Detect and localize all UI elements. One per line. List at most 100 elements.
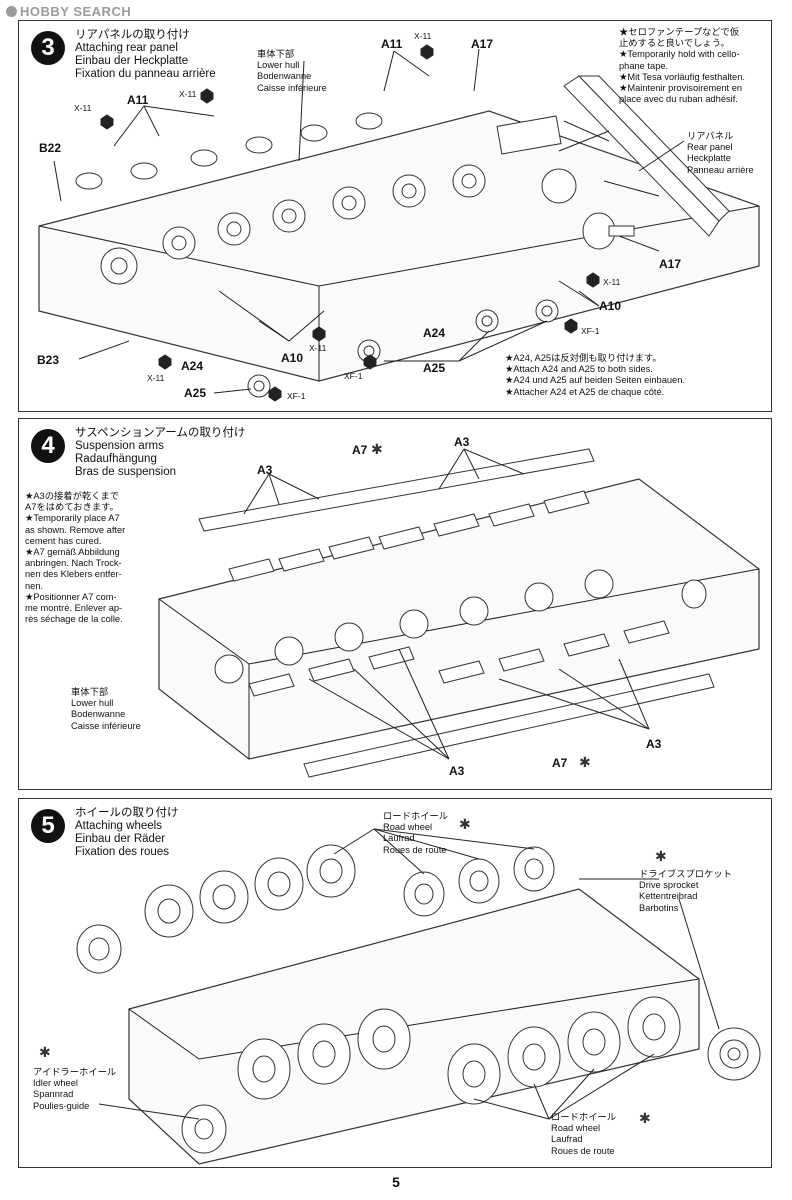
tape-note-line: ★セロファンテープなどで仮 xyxy=(619,27,740,37)
hull-de: Bodenwanne xyxy=(71,709,126,720)
note-line: cement has cured. xyxy=(25,535,102,546)
upper-arms xyxy=(228,490,590,582)
label-a24: A24 xyxy=(423,326,446,340)
step-3-illustration xyxy=(38,44,760,402)
both-sides-line: ★A24 und A25 auf beiden Seiten einbauen. xyxy=(505,375,685,386)
label-a25: A25 xyxy=(184,386,207,400)
note-line: A7をはめておきます。 xyxy=(25,502,119,513)
title-ja: リアパネルの取り付け xyxy=(75,29,190,41)
title-de: Einbau der Räder xyxy=(75,833,166,845)
caption-line: Barbotins xyxy=(639,902,679,913)
label-x11: X-11 xyxy=(309,343,327,353)
note-line: me montré. Enlever ap- xyxy=(25,603,123,614)
hull-ja: 車体下部 xyxy=(71,687,109,697)
hull-fr: Caisse inférieure xyxy=(257,82,327,93)
note-line: ★A3の接着が乾くまで xyxy=(25,491,120,501)
hull-ja: 車体下部 xyxy=(257,49,295,59)
rear-panel-en: Rear panel xyxy=(687,142,733,153)
caption-line: Road wheel xyxy=(383,822,433,833)
idler-wheel-caption: アイドラーホイール Idler wheel Spannrad Poulies-g… xyxy=(33,1067,116,1112)
note-line: nen des Klebers entfer- xyxy=(25,569,122,580)
step-5-panel: ✱ ✱ ✱ ✱ 5 ホイールの取り付け Attaching wheels Ein… xyxy=(18,798,772,1168)
tape-note-line: ★Mit Tesa vorläufig festhalten. xyxy=(619,71,745,82)
caption-line: ドライブスプロケット xyxy=(639,869,732,879)
step-title: リアパネルの取り付け Attaching rear panel Einbau d… xyxy=(75,29,216,81)
title-fr: Bras de suspension xyxy=(75,466,177,478)
label-x11: X-11 xyxy=(147,373,165,383)
watermark-logo-icon xyxy=(6,6,17,17)
glue-icon: ✱ xyxy=(459,816,471,832)
label-x11: X-11 xyxy=(414,31,432,41)
step-4-illustration: ✱ ✱ xyxy=(158,441,760,778)
step-title: サスペンションアームの取り付け Suspension arms Radaufhä… xyxy=(75,427,245,479)
label-xf1: XF-1 xyxy=(344,371,363,381)
title-ja: ホイールの取り付け xyxy=(75,807,179,819)
glue-icon: ✱ xyxy=(39,1044,51,1060)
label-a3: A3 xyxy=(449,764,465,778)
label-a7: A7 xyxy=(352,443,368,457)
tape-note-line: place avec du ruban adhésif. xyxy=(619,94,738,105)
label-a7: A7 xyxy=(552,756,568,770)
hull-shape xyxy=(158,478,760,760)
caption-line: アイドラーホイール xyxy=(33,1067,117,1077)
label-a10: A10 xyxy=(599,299,622,313)
step-3-panel: 3 リアパネルの取り付け Attaching rear panel Einbau… xyxy=(18,20,772,412)
upper-road-wheels xyxy=(76,844,555,974)
rear-panel-de: Heckplatte xyxy=(687,153,731,164)
watermark-text: HOBBY SEARCH xyxy=(20,4,132,19)
rear-panel-fr: Panneau arrière xyxy=(687,164,754,175)
label-b22: B22 xyxy=(39,141,62,155)
glue-icon: ✱ xyxy=(371,441,383,457)
rear-panel-ja: リアパネル xyxy=(687,131,734,141)
note-line: anbringen. Nach Trock- xyxy=(25,558,122,569)
hull-caption: 車体下部 Lower hull Bodenwanne Caisse inféri… xyxy=(71,687,141,732)
both-sides-line: ★Attacher A24 et A25 de chaque côté. xyxy=(505,386,665,397)
road-wheel-caption-top: ロードホイール Road wheel Laufrad Roues de rout… xyxy=(383,811,448,856)
caption-line: ロードホイール xyxy=(383,811,449,821)
caption-line: Drive sprocket xyxy=(639,880,699,891)
label-a24: A24 xyxy=(181,359,204,373)
a7-rod-upper xyxy=(198,448,595,532)
caption-line: Laufrad xyxy=(551,1134,583,1145)
tape-note-line: ★Maintenir provisoirement en xyxy=(619,83,743,94)
drive-sprocket xyxy=(707,1027,761,1081)
caption-line: ロードホイール xyxy=(551,1112,617,1122)
glue-icon: ✱ xyxy=(655,848,667,864)
caption-line: Idler wheel xyxy=(33,1078,78,1089)
title-fr: Fixation du panneau arrière xyxy=(75,68,216,80)
note-line: as shown. Remove after xyxy=(25,524,126,535)
title-en: Attaching rear panel xyxy=(75,42,178,54)
caption-line: Laufrad xyxy=(383,833,415,844)
hull-shape xyxy=(38,110,760,382)
label-a17: A17 xyxy=(471,37,494,51)
upper-bogies xyxy=(100,164,486,285)
step-5-illustration: ✱ ✱ ✱ ✱ xyxy=(39,816,761,1165)
tape-note-line: 止めすると良いでしょう。 xyxy=(619,38,730,49)
tape-note-line: ★Temporarily hold with cello- xyxy=(619,49,740,60)
label-a10: A10 xyxy=(281,351,304,365)
label-a11: A11 xyxy=(127,93,149,107)
label-a17: A17 xyxy=(659,257,682,271)
temporary-placement-note: ★A3の接着が乾くまで A7をはめておきます。 ★Temporarily pla… xyxy=(25,491,155,625)
step-title: ホイールの取り付け Attaching wheels Einbau der Rä… xyxy=(75,807,179,859)
glue-icon: ✱ xyxy=(579,754,591,770)
hull-de: Bodenwanne xyxy=(257,71,312,82)
hull-caption: 車体下部 Lower hull Bodenwanne Caisse inféri… xyxy=(257,49,327,94)
title-en: Suspension arms xyxy=(75,440,164,452)
step-number-badge: 3 xyxy=(31,31,65,65)
lower-arms xyxy=(248,620,670,697)
page-number: 5 xyxy=(392,1174,400,1190)
hull-en: Lower hull xyxy=(71,698,114,709)
caption-line: Kettentreibrad xyxy=(639,891,698,902)
caption-line: Poulies-guide xyxy=(33,1100,90,1111)
caption-line: Road wheel xyxy=(551,1123,601,1134)
label-a3: A3 xyxy=(257,463,273,477)
both-sides-line: ★Attach A24 and A25 to both sides. xyxy=(505,364,653,375)
label-x11: X-11 xyxy=(74,103,92,113)
lower-road-wheels xyxy=(181,996,681,1154)
rear-panel-caption: リアパネル Rear panel Heckplatte Panneau arri… xyxy=(687,131,754,176)
label-a3: A3 xyxy=(454,435,470,449)
top-bumps xyxy=(75,112,383,190)
note-line: nen. xyxy=(25,580,44,591)
note-line: ★Temporarily place A7 xyxy=(25,513,120,524)
